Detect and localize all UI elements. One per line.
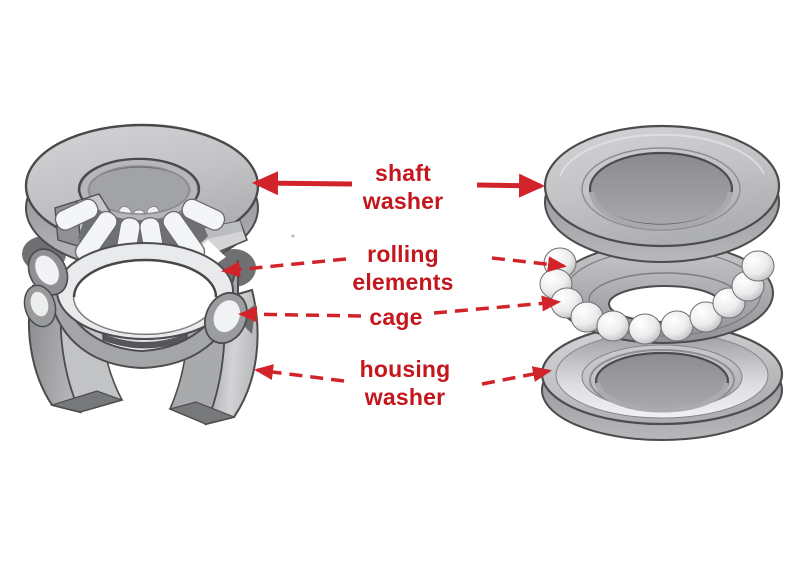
- arrow-cage-left: [238, 306, 362, 323]
- arrow-housing-washer-right: [481, 366, 552, 386]
- exploded-bearing-view: [539, 124, 784, 441]
- cut-roller-left: [27, 248, 69, 296]
- cutaway-cage: [49, 255, 239, 370]
- arrow-housing-washer-left: [254, 364, 345, 383]
- speck-artifact: [291, 234, 295, 238]
- label-housing-washer: housing washer: [359, 356, 451, 410]
- label-rolling-elements: rolling elements: [352, 241, 454, 295]
- arrow-shaft-washer-left: [252, 171, 353, 196]
- exploded-shaft-washer: [543, 124, 781, 263]
- label-cage: cage: [369, 304, 423, 330]
- cutaway-bearing-view: [22, 123, 295, 426]
- arrow-rolling-elements-right: [491, 256, 567, 273]
- exploded-housing-washer: [540, 322, 784, 441]
- arrow-cage-right: [433, 295, 561, 315]
- cut-roller-left-2: [23, 284, 57, 328]
- label-shaft-washer: shaft washer: [362, 160, 444, 214]
- arrow-shaft-washer-right: [476, 173, 545, 198]
- callout-arrows: [221, 171, 567, 386]
